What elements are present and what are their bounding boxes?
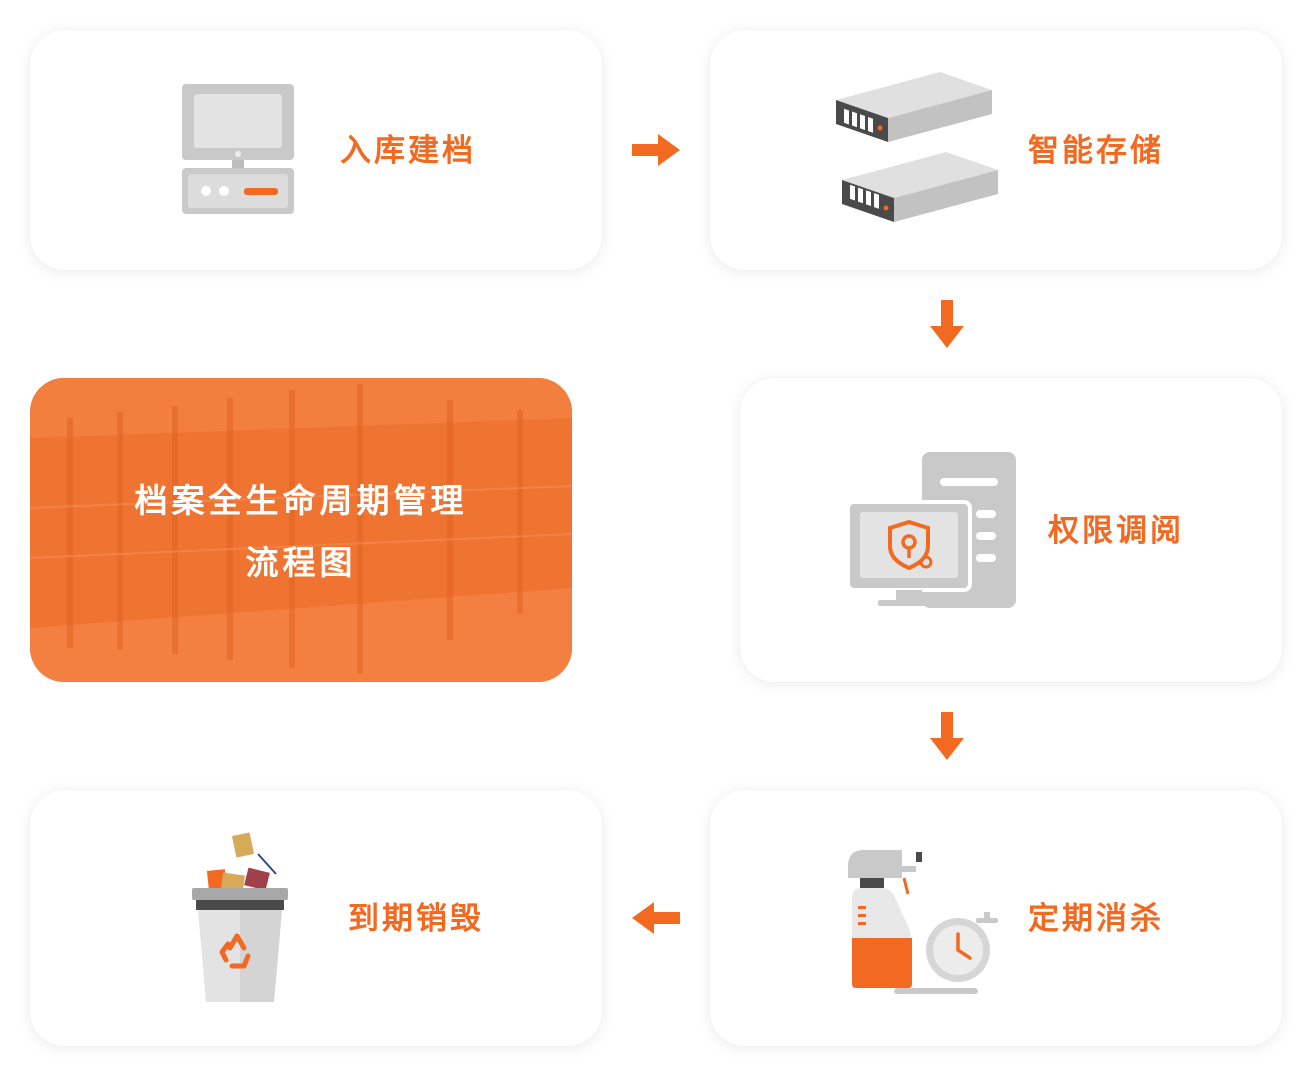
arrow-down-icon: [930, 300, 964, 348]
arrow-right-icon: [632, 134, 680, 166]
step-label: 权限调阅: [1048, 516, 1184, 547]
step-label: 到期销毁: [348, 904, 484, 935]
arrow-left-icon: [632, 902, 680, 934]
archive-shelves-background: [30, 378, 572, 682]
step-label: 入库建档: [340, 136, 476, 167]
step-card-archive-entry: 入库建档: [30, 30, 602, 270]
arrow-down-icon: [930, 712, 964, 760]
step-card-smart-storage: 智能存储: [710, 30, 1282, 270]
step-label: 智能存储: [1028, 136, 1164, 167]
hero-title-line2: 流程图: [30, 546, 572, 579]
hero-title-panel: 档案全生命周期管理 流程图: [30, 378, 572, 682]
step-card-periodic-disinfection: 定期消杀: [710, 790, 1282, 1046]
step-card-permission-access: 权限调阅: [740, 378, 1282, 682]
computer-icon: [180, 82, 296, 218]
step-label: 定期消杀: [1028, 904, 1164, 935]
server-stack-icon: [836, 70, 1002, 236]
disinfect-spray-timer-icon: [846, 846, 1012, 998]
recycle-bin-icon: [190, 830, 290, 1006]
step-card-expiry-destruction: 到期销毁: [30, 790, 602, 1046]
hero-title-line1: 档案全生命周期管理: [30, 484, 572, 517]
security-monitor-icon: [848, 450, 1018, 610]
